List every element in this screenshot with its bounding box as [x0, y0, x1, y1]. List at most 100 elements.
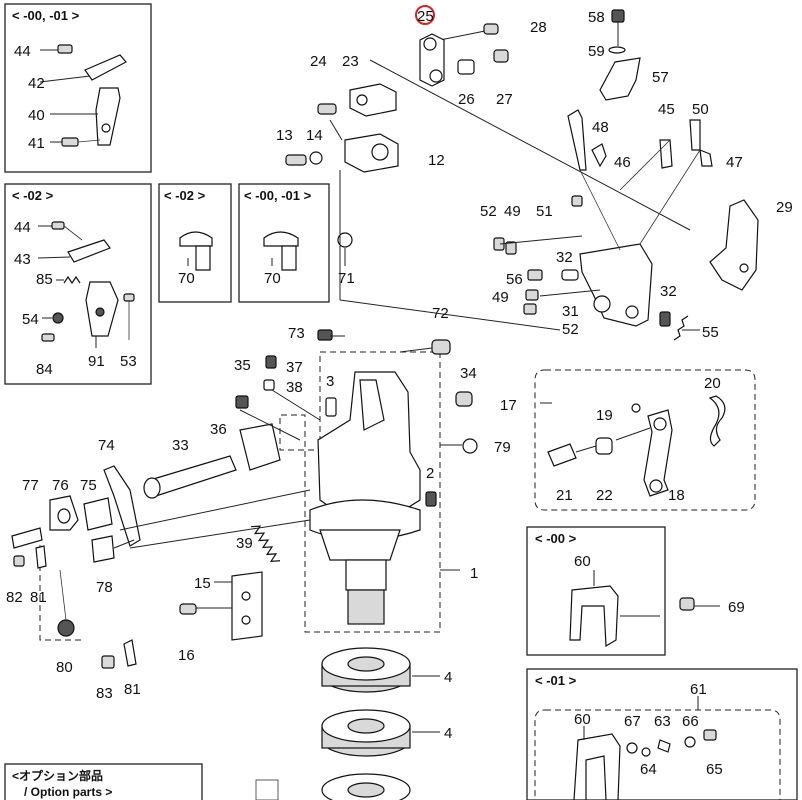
- part-70-71-small-00-01: [263, 231, 353, 271]
- part-placeholder-square: [255, 779, 279, 800]
- label-91: 91: [88, 353, 105, 370]
- label-28: 28: [530, 19, 547, 36]
- label-48: 48: [592, 119, 609, 136]
- label-14: 14: [306, 127, 323, 144]
- section-box-options: [4, 763, 203, 800]
- part-group-40-44: [39, 44, 127, 147]
- label-39: 39: [236, 535, 253, 552]
- section-box-right-00: [526, 526, 666, 656]
- label-3: 3: [326, 373, 334, 390]
- part-group-12-28: [285, 23, 691, 331]
- label-29: 29: [776, 199, 793, 216]
- label-82: 82: [6, 589, 23, 606]
- label-69: 69: [728, 599, 745, 616]
- label-20: 20: [704, 375, 721, 392]
- label-38: 38: [286, 379, 303, 396]
- part-group-main-body: [143, 329, 478, 625]
- label-56: 56: [506, 271, 523, 288]
- part-group-43-91: [37, 221, 135, 348]
- label-55: 55: [702, 324, 719, 341]
- label-26: 26: [458, 91, 475, 108]
- label-70b: 70: [264, 270, 281, 287]
- label-76: 76: [52, 477, 69, 494]
- label-35: 35: [234, 357, 251, 374]
- label-41: 41: [28, 135, 45, 152]
- label-80: 80: [56, 659, 73, 676]
- label-27: 27: [496, 91, 513, 108]
- label-73: 73: [288, 325, 305, 342]
- label-50: 50: [692, 101, 709, 118]
- label-81b: 81: [124, 681, 141, 698]
- part-group-45-59: [493, 9, 759, 341]
- label-1: 1: [470, 565, 478, 582]
- part-70-small-02: [179, 231, 213, 271]
- label-59: 59: [588, 43, 605, 60]
- label-44b: 44: [14, 219, 31, 236]
- section-box-right-01: [526, 668, 798, 800]
- label-15: 15: [194, 575, 211, 592]
- label-63: 63: [654, 713, 671, 730]
- label-42: 42: [28, 75, 45, 92]
- label-40: 40: [28, 107, 45, 124]
- label-4a: 4: [444, 669, 452, 686]
- label-19: 19: [596, 407, 613, 424]
- section-header-small-02: < -02 >: [164, 188, 206, 203]
- part-bearing-4a: [321, 647, 411, 693]
- label-78: 78: [96, 579, 113, 596]
- label-51: 51: [536, 203, 553, 220]
- label-12: 12: [428, 152, 445, 169]
- section-header-top-left: < -00, -01 >: [12, 8, 80, 23]
- label-25: 25: [417, 8, 434, 25]
- label-43: 43: [14, 251, 31, 268]
- label-58: 58: [588, 9, 605, 26]
- label-2: 2: [426, 465, 434, 482]
- label-44a: 44: [14, 43, 31, 60]
- label-37: 37: [286, 359, 303, 376]
- label-52a: 52: [480, 203, 497, 220]
- part-bearing-4b: [321, 709, 411, 757]
- label-77: 77: [22, 477, 39, 494]
- options-label-en: / Option parts >: [24, 785, 112, 799]
- label-61: 61: [690, 681, 707, 698]
- label-13: 13: [276, 127, 293, 144]
- group-15-dashed-box: [39, 545, 85, 641]
- group-17-dashed-box: [534, 369, 756, 511]
- label-67: 67: [624, 713, 641, 730]
- options-label-jp: <オプション部品: [12, 768, 103, 783]
- label-53: 53: [120, 353, 137, 370]
- label-81a: 81: [30, 589, 47, 606]
- label-24: 24: [310, 53, 327, 70]
- label-47: 47: [726, 154, 743, 171]
- part-group-74-83: [11, 465, 311, 669]
- label-83: 83: [96, 685, 113, 702]
- label-52b: 52: [562, 321, 579, 338]
- label-60b: 60: [574, 711, 591, 728]
- section-header-small-00-01: < -00, -01 >: [244, 188, 312, 203]
- label-16: 16: [178, 647, 195, 664]
- section-box-small-00-01: [238, 183, 330, 303]
- label-79: 79: [494, 439, 511, 456]
- label-32b: 32: [660, 283, 677, 300]
- label-70a: 70: [178, 270, 195, 287]
- section-header-right-00: < -00 >: [535, 531, 577, 546]
- part-group-17: [540, 395, 726, 497]
- label-23: 23: [342, 53, 359, 70]
- label-64: 64: [640, 761, 657, 778]
- label-21: 21: [556, 487, 573, 504]
- label-71: 71: [338, 270, 355, 287]
- label-72: 72: [432, 305, 449, 322]
- section-box-mid-left: [4, 183, 152, 385]
- section-header-mid-left: < -02 >: [12, 188, 54, 203]
- label-49b: 49: [492, 289, 509, 306]
- label-75: 75: [80, 477, 97, 494]
- label-84: 84: [36, 361, 53, 378]
- label-54: 54: [22, 311, 39, 328]
- label-22: 22: [596, 487, 613, 504]
- label-49a: 49: [504, 203, 521, 220]
- part-group-60-67: [573, 696, 717, 800]
- label-74: 74: [98, 437, 115, 454]
- label-46: 46: [614, 154, 631, 171]
- label-18: 18: [668, 487, 685, 504]
- section-box-top-left: [4, 3, 152, 173]
